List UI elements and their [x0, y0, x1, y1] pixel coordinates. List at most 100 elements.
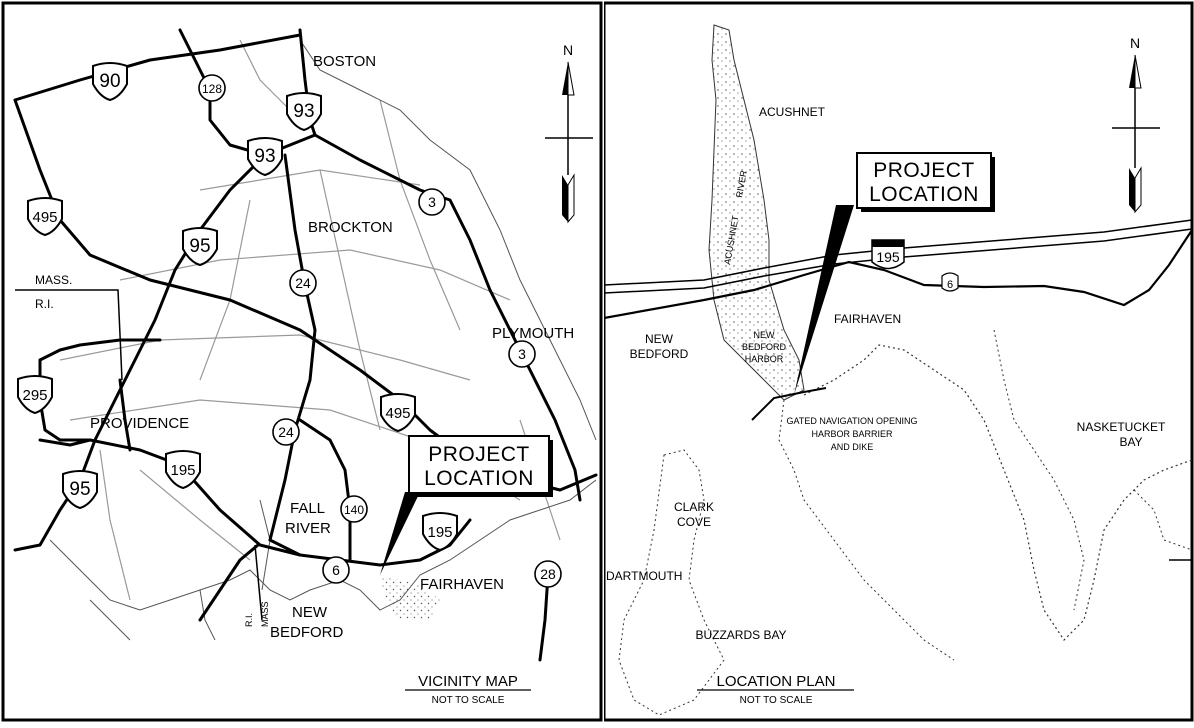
interstate-shield: 95 — [182, 227, 218, 267]
clark-cove-shore — [618, 449, 725, 716]
place-label: RIVER — [285, 520, 331, 537]
callout-line: PROJECT — [873, 159, 975, 182]
state-line — [15, 289, 123, 381]
route-marker: 24 — [272, 418, 300, 446]
interstate-shields: 90 93 93 495 95 295 95 195 195 495 — [17, 62, 458, 552]
route-marker: 24 — [289, 269, 317, 297]
interstate-shield: 95 — [62, 470, 98, 510]
interstate-shield: 90 — [92, 62, 128, 102]
barrier-label: HARBOR BARRIER — [811, 429, 893, 439]
interstate-number: 95 — [69, 479, 90, 500]
place-labels: ACUSHNET FAIRHAVEN NEW BEDFORD NASKETUCK… — [606, 105, 1166, 642]
place-labels: BOSTON BROCKTON PLYMOUTH PROVIDENCE FALL… — [35, 53, 574, 641]
map-title-block: VICINITY MAP NOT TO SCALE — [405, 673, 531, 706]
route-number: 128 — [202, 82, 222, 96]
state-label: R.I. — [244, 613, 254, 627]
place-label: PROVIDENCE — [90, 415, 189, 432]
interstate-195 — [603, 219, 1193, 286]
place-label: ACUSHNET — [759, 105, 826, 119]
project-location-callout: PROJECT LOCATION — [380, 435, 553, 575]
route-marker: 28 — [534, 560, 562, 588]
location-plan-map: 195 6 ACUSHNET FAIRHAVEN NEW BEDFORD NAS… — [602, 1, 1194, 722]
harbor-barrier — [751, 387, 827, 421]
place-label: BEDFORD — [270, 624, 344, 641]
location-plan-panel: 195 6 ACUSHNET FAIRHAVEN NEW BEDFORD NAS… — [602, 0, 1194, 723]
place-label: BOSTON — [313, 53, 376, 70]
route-marker: 140 — [340, 495, 368, 523]
barrier-label: GATED NAVIGATION OPENING — [786, 416, 917, 426]
north-arrow: N — [1112, 35, 1160, 214]
map-title-block: LOCATION PLAN NOT TO SCALE — [697, 673, 854, 706]
route-marker: 128 — [198, 74, 226, 102]
place-label: FALL — [290, 500, 325, 517]
route-number: 24 — [278, 424, 294, 440]
place-label: FAIRHAVEN — [834, 312, 901, 326]
callout-line: PROJECT — [428, 443, 530, 466]
interstate-number: 195 — [170, 462, 195, 479]
north-label: N — [1130, 35, 1140, 51]
place-label: PLYMOUTH — [492, 325, 574, 342]
route-marker: 6 — [322, 556, 350, 584]
route-markers: 128 3 24 3 24 140 6 28 — [198, 74, 562, 588]
i195-shield: 195 — [871, 239, 905, 270]
i195-shield-number: 195 — [876, 249, 900, 265]
interstate-shield: 93 — [247, 137, 283, 177]
north-arrow: N — [545, 42, 593, 224]
map-subtitle: NOT TO SCALE — [432, 695, 505, 706]
callout-line: LOCATION — [869, 183, 979, 206]
place-label: NEW — [292, 604, 328, 621]
route-number: 24 — [295, 275, 311, 291]
place-label: DARTMOUTH — [606, 569, 682, 583]
place-label: CLARK — [674, 500, 714, 514]
state-label: R.I. — [35, 297, 54, 311]
route-number: 28 — [540, 566, 556, 582]
fairhaven-shore — [803, 344, 1193, 641]
coastline — [49, 39, 597, 641]
map-title: LOCATION PLAN — [717, 673, 836, 690]
interstate-number: 495 — [385, 405, 410, 422]
us6-shield: 6 — [941, 272, 959, 292]
state-label: MASS — [260, 601, 270, 627]
place-label: COVE — [677, 515, 711, 529]
route-number: 3 — [428, 194, 436, 210]
state-label: MASS. — [35, 273, 72, 287]
place-label: BAY — [1119, 435, 1142, 449]
vicinity-map: 90 93 93 495 95 295 95 195 195 495 128 3 24 3 24 140 6 2… — [1, 1, 603, 722]
interstate-shield: 195 — [165, 450, 201, 490]
interstate-shield: 195 — [422, 512, 458, 552]
place-label: FAIRHAVEN — [420, 576, 504, 593]
interstate-number: 93 — [293, 101, 314, 122]
interstate-number: 295 — [22, 387, 47, 404]
map-title: VICINITY MAP — [418, 673, 518, 690]
river-label: RIVER — [734, 169, 749, 198]
place-label: NASKETUCKET — [1077, 420, 1166, 434]
harbor-label: NEW — [754, 330, 776, 340]
harbor-label: HARBOR — [745, 354, 784, 364]
place-label: BUZZARDS BAY — [695, 628, 786, 642]
harbor-label: BEDFORD — [742, 342, 787, 352]
us6-shield-number: 6 — [947, 279, 953, 291]
interstate-shield: 295 — [17, 375, 53, 415]
callout-line: LOCATION — [424, 467, 534, 490]
north-label: N — [563, 42, 573, 58]
state-line-south — [254, 544, 263, 621]
place-label: BROCKTON — [308, 219, 393, 236]
interstate-number: 95 — [189, 236, 210, 257]
interstate-shield: 495 — [27, 197, 63, 237]
route-marker: 3 — [418, 188, 446, 216]
barrier-label: AND DIKE — [831, 442, 874, 452]
route-number: 3 — [518, 346, 526, 362]
interstate-number: 195 — [427, 524, 452, 541]
route-number: 140 — [344, 503, 364, 517]
interstate-number: 90 — [99, 71, 120, 92]
project-location-callout: PROJECT LOCATION — [794, 152, 995, 395]
interstate-shield: 495 — [380, 393, 416, 433]
map-subtitle: NOT TO SCALE — [740, 695, 813, 706]
interstate-shield: 93 — [286, 92, 322, 132]
place-label: BEDFORD — [630, 347, 689, 361]
interstate-number: 495 — [32, 209, 57, 226]
interstate-number: 93 — [254, 146, 275, 167]
vicinity-map-panel: 90 93 93 495 95 295 95 195 195 495 128 3 24 3 24 140 6 2… — [0, 0, 604, 723]
route-marker: 3 — [508, 340, 536, 368]
route-number: 6 — [332, 562, 340, 578]
